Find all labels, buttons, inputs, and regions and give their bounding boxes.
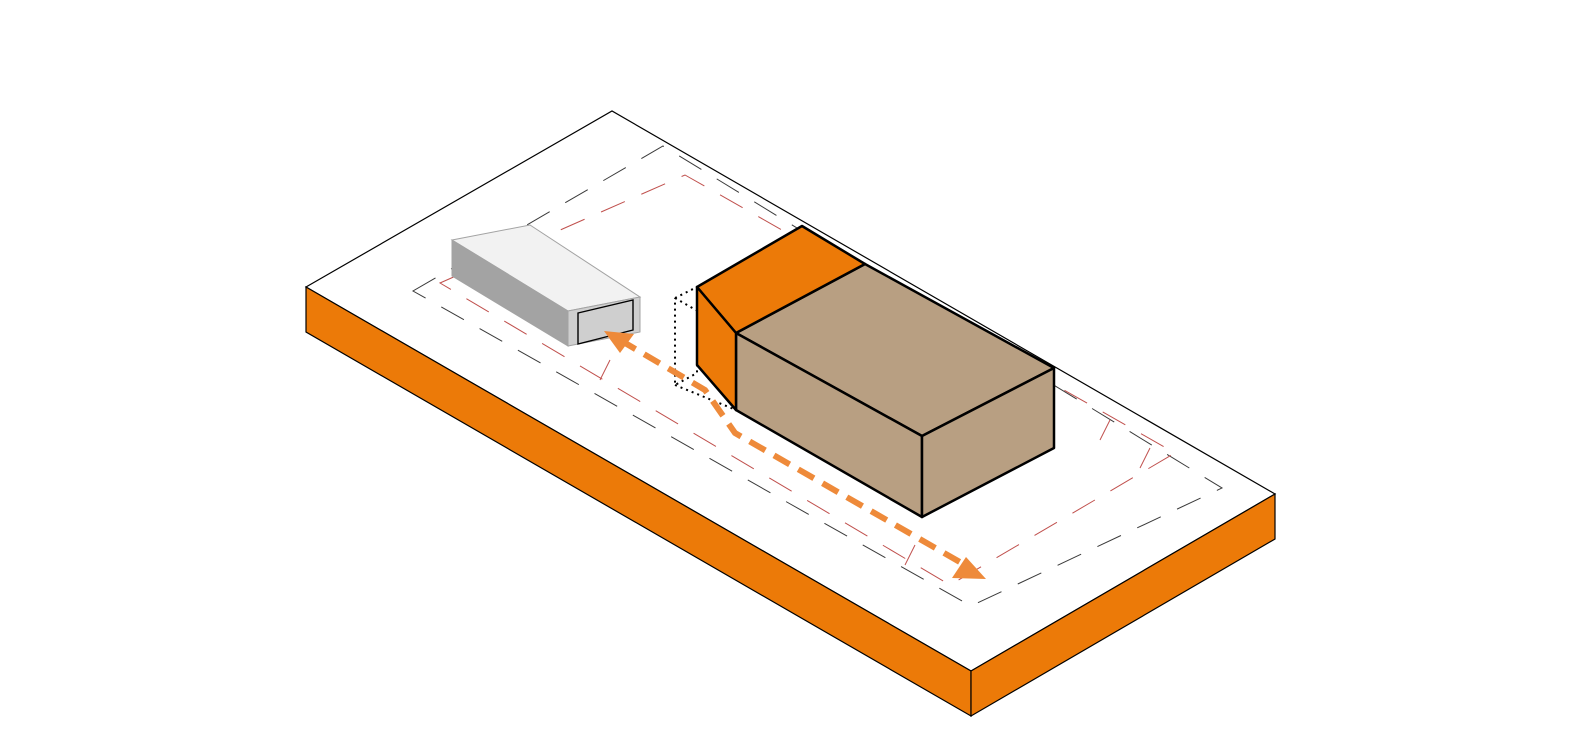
setback-tick — [904, 544, 916, 566]
new-building — [695, 224, 1056, 519]
setback-outer-line — [411, 145, 1224, 607]
setback-lines — [411, 145, 1224, 607]
setback-tick — [1139, 447, 1151, 469]
new-building-end-brown — [920, 366, 1056, 519]
existing-building — [450, 224, 642, 347]
setback-inner-line — [438, 174, 1177, 586]
double-headed-arrow-icon — [618, 337, 967, 568]
new-building-bevel-orange — [695, 285, 738, 412]
setback-tick — [1099, 419, 1111, 441]
removed-volume-edge — [674, 384, 737, 411]
connection-arrow — [604, 331, 986, 579]
existing-building-opening — [577, 299, 634, 345]
site-slab-right-face — [970, 492, 1276, 718]
arrowhead-end — [952, 557, 986, 579]
setback-tick — [599, 359, 611, 381]
arrowhead-start — [604, 331, 634, 353]
